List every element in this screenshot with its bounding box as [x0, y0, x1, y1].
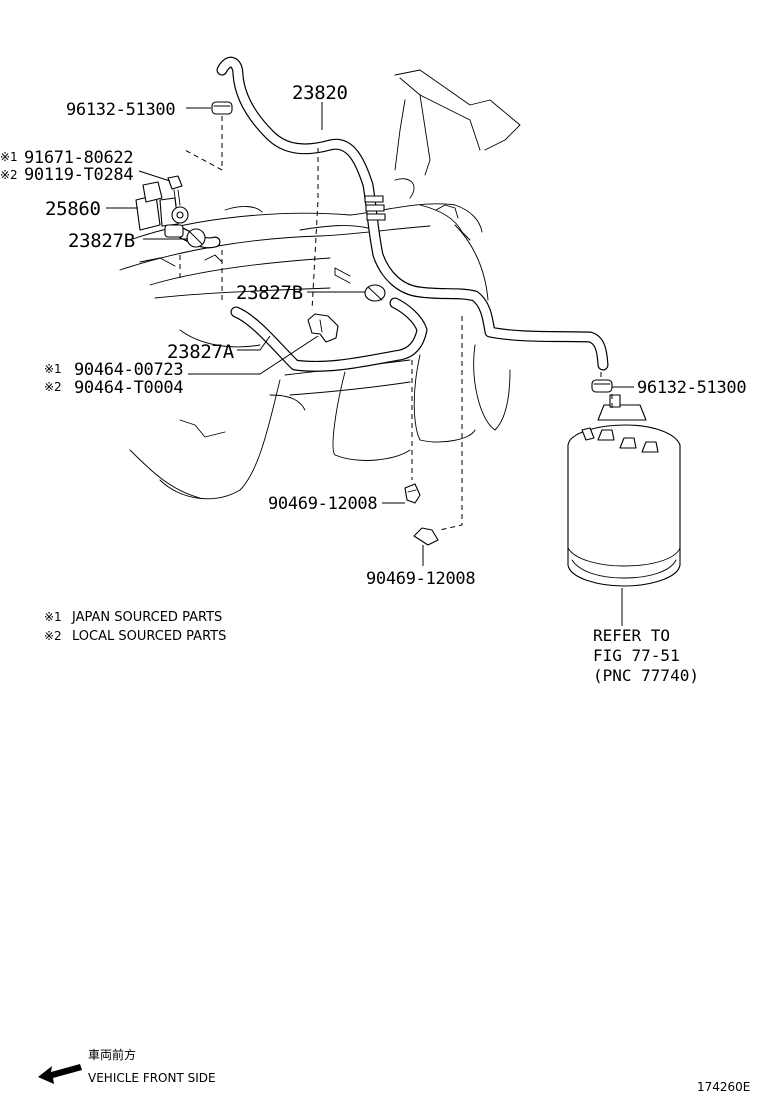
bolt-91671	[167, 175, 183, 206]
callout-clamp-local: 90464-T0004	[74, 378, 183, 398]
front-label-jp: 車両前方	[88, 1047, 136, 1062]
sourcing-notes: ※1 JAPAN SOURCED PARTS ※2 LOCAL SOURCED …	[44, 610, 226, 644]
note-local-mark: ※2	[44, 629, 62, 643]
vsv-25860	[135, 181, 189, 238]
callout-clamp-jp: 90464-00723	[74, 360, 183, 380]
callout-bolt-jp-mark: ※1	[0, 150, 18, 164]
refer-line-1: REFER TO	[593, 626, 670, 645]
hose-23820	[216, 56, 609, 371]
refer-line-3: (PNC 77740)	[593, 666, 699, 685]
callout-bolt-jp: 91671-80622	[24, 148, 133, 168]
callout-hose-b-upper: 23827B	[68, 230, 135, 252]
callout-clip-1: 90469-12008	[268, 494, 377, 514]
callout-clamp-top: 96132-51300	[66, 100, 175, 120]
clip-90469-2	[413, 527, 439, 546]
leader-lines	[106, 102, 634, 626]
hose-clamp-96132-canister	[591, 379, 613, 393]
hose-clamp-23820-upper	[364, 195, 386, 221]
callouts: 96132-51300 23820 ※1 91671-80622 ※2 9011…	[0, 82, 747, 589]
hose-23827a	[230, 297, 428, 372]
hose-clamp-96132-top	[211, 101, 233, 115]
callout-clip-2: 90469-12008	[366, 569, 475, 589]
footer: 車両前方 VEHICLE FRONT SIDE 174260E	[38, 1047, 750, 1094]
clip-90469-1	[404, 483, 421, 504]
hose-clamp-23827b-upper	[186, 228, 206, 248]
callout-hose-b-mid: 23827B	[236, 282, 303, 304]
callout-bolt-local: 90119-T0284	[24, 165, 133, 185]
callout-hose-main: 23820	[292, 82, 348, 104]
note-japan: JAPAN SOURCED PARTS	[71, 610, 222, 625]
hose-clamp-23827b-mid	[364, 284, 386, 302]
front-label-en: VEHICLE FRONT SIDE	[88, 1071, 216, 1085]
refer-note: REFER TO FIG 77-51 (PNC 77740)	[593, 626, 699, 685]
callout-clamp-jp-mark: ※1	[44, 362, 62, 376]
front-arrow-icon	[38, 1064, 82, 1084]
callout-vsv: 25860	[45, 198, 101, 220]
note-local: LOCAL SOURCED PARTS	[72, 629, 226, 644]
charcoal-canister	[567, 394, 681, 587]
hose-clamp-90464	[307, 313, 339, 343]
guide-lines	[179, 116, 613, 531]
note-japan-mark: ※1	[44, 610, 62, 624]
hose-stub-23827b	[334, 267, 351, 284]
refer-line-2: FIG 77-51	[593, 646, 680, 665]
callout-clamp-local-mark: ※2	[44, 380, 62, 394]
figure-id: 174260E	[697, 1080, 750, 1094]
engine-outline	[119, 69, 521, 500]
callout-hose-a: 23827A	[167, 341, 235, 363]
callout-clamp-canister: 96132-51300	[637, 378, 746, 398]
callout-bolt-local-mark: ※2	[0, 168, 18, 182]
